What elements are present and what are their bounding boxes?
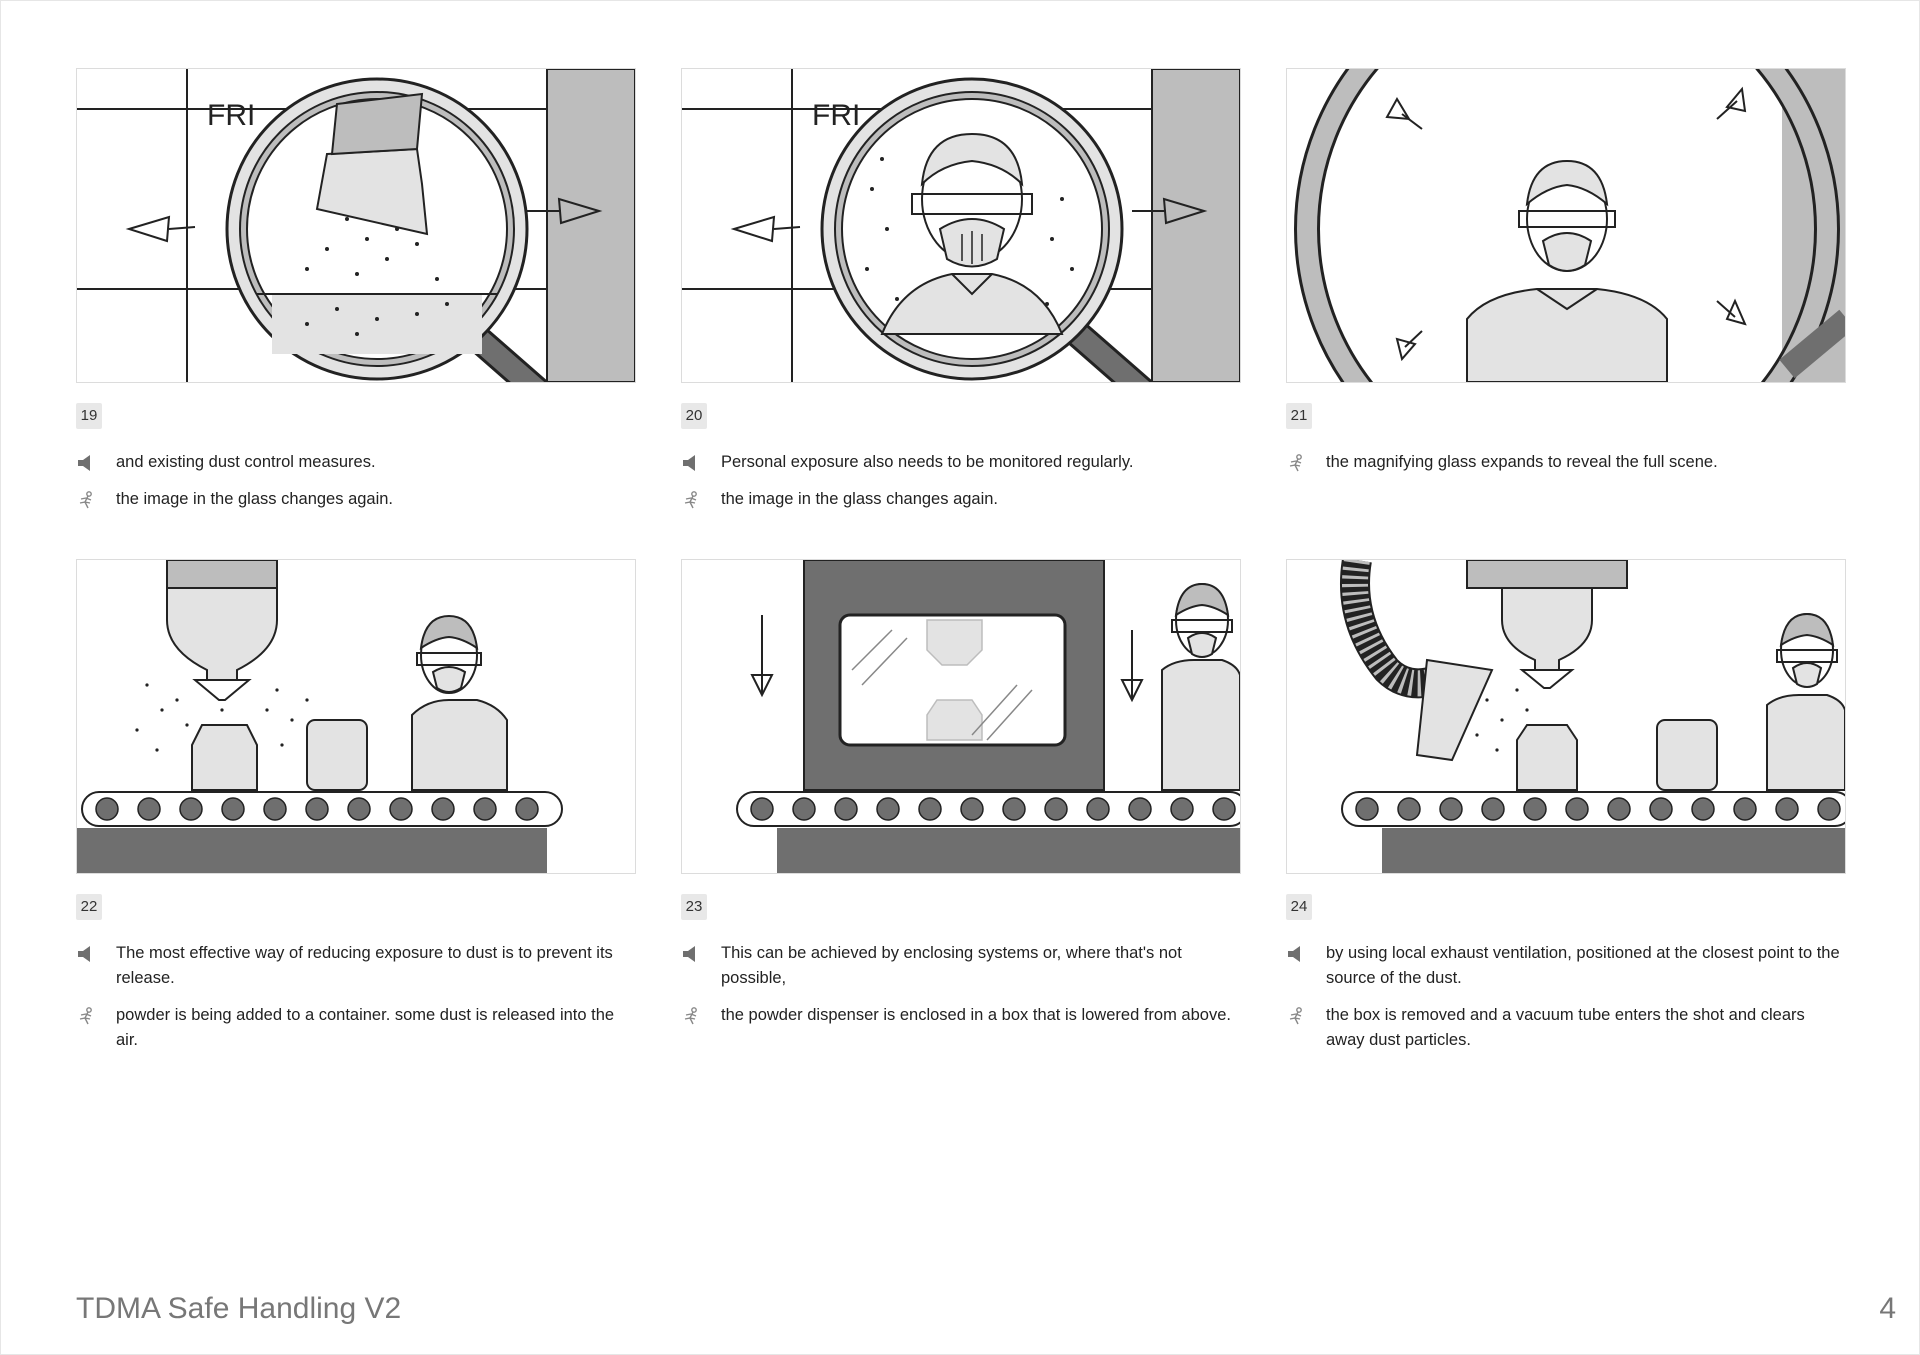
action-text: the box is removed and a vacuum tube ent… [1326,1006,1805,1049]
running-figure-icon [79,1007,92,1025]
magnifier-powder-sketch: FRI [77,69,635,382]
speaker-icon [78,946,90,962]
page-number: 4 [1879,1292,1896,1325]
frame-number-badge: 24 [1286,894,1312,920]
audio-text: Personal exposure also needs to be monit… [721,453,1134,471]
enclosure-box-sketch [736,560,1240,873]
conveyor-dust-release-sketch [77,560,563,873]
sketch-frame [1286,559,1846,874]
audio-note: Personal exposure also needs to be monit… [683,450,1241,475]
running-figure-icon [684,491,697,509]
audio-note: and existing dust control measures. [78,450,636,475]
action-note: the image in the glass changes again. [79,487,636,512]
audio-text: and existing dust control measures. [116,453,376,471]
sketch-fridge-label: FRI [812,99,860,132]
storyboard-panel-21: 21 the magnifying glass expands to revea… [1286,68,1846,518]
frame-number-badge: 21 [1286,403,1312,429]
frame-number-badge: 19 [76,403,102,429]
storyboard-panel-20: FRI 20 Personal exposure [681,68,1241,518]
speaker-icon [683,455,695,471]
storyboard-panel-19: FRI 19 and existing dust con [76,68,636,518]
action-note: the magnifying glass expands to reveal t… [1289,450,1846,475]
frame-number-badge: 20 [681,403,707,429]
exhaust-ventilation-sketch [1340,560,1845,873]
sketch-frame: FRI [681,68,1241,383]
sketch-frame [1286,68,1846,383]
running-figure-icon [1289,1007,1302,1025]
action-text: the image in the glass changes again. [116,490,394,508]
frame-number-badge: 23 [681,894,707,920]
magnifier-worker-sketch: FRI [682,69,1240,382]
action-text: the powder dispenser is enclosed in a bo… [721,1006,1231,1024]
storyboard-panel-24: 24 by using local exhaust ventilation, p… [1286,559,1846,1059]
sketch-frame [681,559,1241,874]
speaker-icon [78,455,90,471]
action-note: the box is removed and a vacuum tube ent… [1289,1003,1846,1053]
audio-note: This can be achieved by enclosing system… [683,941,1241,991]
audio-note: by using local exhaust ventilation, posi… [1288,941,1846,991]
document-title: TDMA Safe Handling V2 [76,1292,402,1325]
storyboard-panel-23: 23 This can be achieved by enclosing sys… [681,559,1241,1059]
action-note: the powder dispenser is enclosed in a bo… [684,1003,1241,1028]
action-note: the image in the glass changes again. [684,487,1241,512]
action-text: the magnifying glass expands to reveal t… [1326,453,1718,471]
action-note: powder is being added to a container. so… [79,1003,636,1053]
audio-text: The most effective way of reducing expos… [116,944,613,987]
running-figure-icon [1289,454,1302,472]
sketch-frame: FRI [76,68,636,383]
sketch-fridge-label: FRI [207,99,255,132]
audio-text: by using local exhaust ventilation, posi… [1326,944,1840,987]
sketch-frame [76,559,636,874]
expanded-magnifier-sketch [1294,69,1845,382]
audio-text: This can be achieved by enclosing system… [721,944,1182,987]
running-figure-icon [79,491,92,509]
frame-number-badge: 22 [76,894,102,920]
action-text: powder is being added to a container. so… [116,1006,615,1049]
running-figure-icon [684,1007,697,1025]
storyboard-panel-22: 22 The most effective way of reducing ex… [76,559,636,1059]
speaker-icon [683,946,695,962]
audio-note: The most effective way of reducing expos… [78,941,636,991]
speaker-icon [1288,946,1300,962]
action-text: the image in the glass changes again. [721,490,999,508]
